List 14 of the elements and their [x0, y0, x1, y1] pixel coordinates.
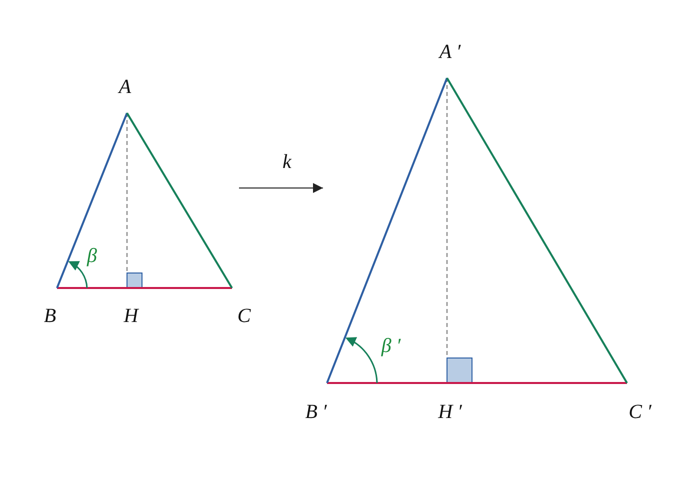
edge-label: k	[282, 152, 292, 172]
vertex-label: H ′	[438, 402, 462, 422]
triangle-drawing	[324, 75, 630, 386]
vertex-label: B	[44, 306, 56, 326]
vertex-label: C ′	[628, 402, 652, 422]
vertex-label: B ′	[305, 402, 327, 422]
angle-label: β ′	[381, 336, 401, 356]
angle-label: β	[87, 246, 97, 266]
vertex-label: A ′	[439, 42, 461, 62]
vertex-label: A	[118, 77, 132, 97]
vertex-label: C	[237, 306, 251, 326]
vertex-label: H	[124, 306, 138, 326]
arrow	[238, 183, 324, 193]
triangle-drawing	[54, 110, 235, 291]
